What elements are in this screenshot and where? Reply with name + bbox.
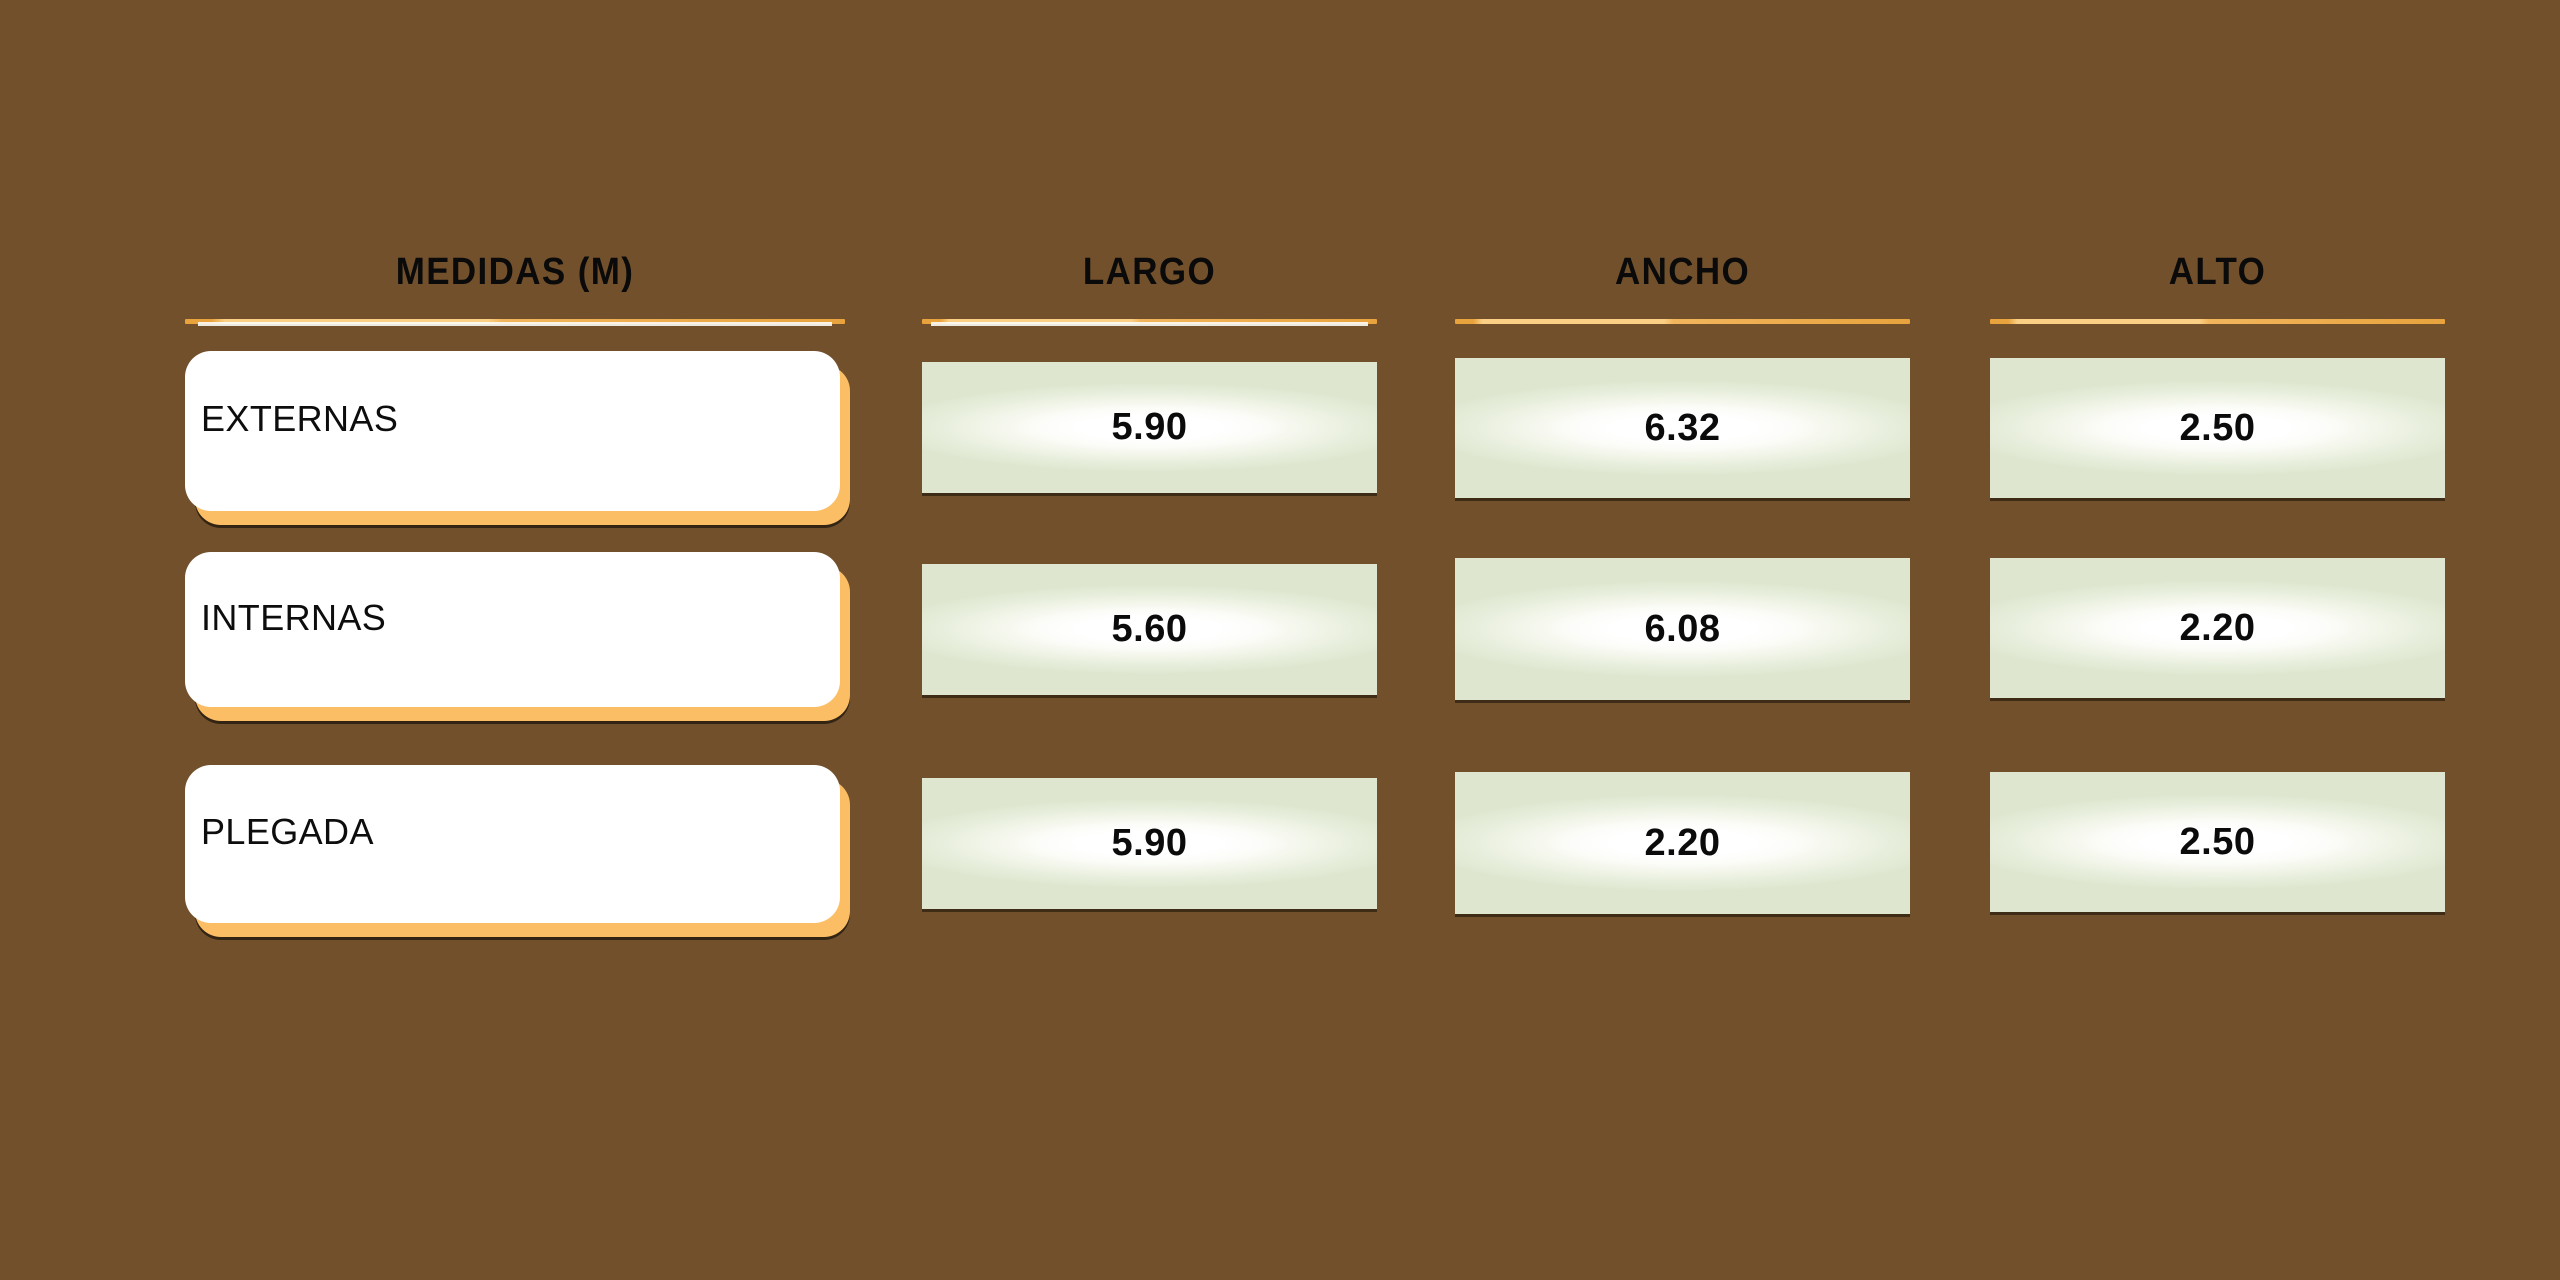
column-header-largo-rule (922, 319, 1377, 324)
row-label-card-externas[interactable]: EXTERNAS (185, 351, 840, 511)
value-text: 6.08 (1644, 607, 1721, 650)
column-header-ancho: ANCHO (1455, 253, 1910, 324)
value-card-externas-alto[interactable]: 2.50 (1990, 358, 2445, 498)
value-card-plegada-alto[interactable]: 2.50 (1990, 772, 2445, 912)
row-label-card-plegada[interactable]: PLEGADA (185, 765, 840, 923)
value-text: 6.32 (1644, 406, 1721, 449)
value-card-externas-largo[interactable]: 5.90 (922, 362, 1377, 493)
value-card-internas-largo[interactable]: 5.60 (922, 564, 1377, 695)
column-header-medidas-label: MEDIDAS (M) (395, 251, 635, 293)
value-card-internas-alto[interactable]: 2.20 (1990, 558, 2445, 698)
column-header-ancho-label: ANCHO (1614, 251, 1751, 293)
value-text: 2.50 (2179, 820, 2256, 863)
row-label-card-internas[interactable]: INTERNAS (185, 552, 840, 707)
column-header-medidas-rule (185, 319, 845, 324)
column-header-ancho-rule (1455, 319, 1910, 324)
table-row: PLEGADA (185, 765, 850, 937)
column-header-alto: ALTO (1990, 253, 2445, 324)
column-header-largo-label: LARGO (1082, 251, 1217, 293)
value-text: 2.20 (1644, 821, 1721, 864)
row-label-text: INTERNAS (201, 596, 387, 638)
value-card-internas-ancho[interactable]: 6.08 (1455, 558, 1910, 700)
value-card-externas-ancho[interactable]: 6.32 (1455, 358, 1910, 498)
value-card-plegada-largo[interactable]: 5.90 (922, 778, 1377, 909)
value-text: 2.20 (2179, 606, 2256, 649)
column-header-largo: LARGO (922, 253, 1377, 324)
value-text: 5.90 (1111, 822, 1188, 864)
value-text: 2.50 (2179, 406, 2256, 449)
column-header-alto-rule (1990, 319, 2445, 324)
table-row: EXTERNAS (185, 351, 850, 525)
value-text: 5.60 (1111, 608, 1188, 650)
column-header-alto-label: ALTO (2168, 251, 2267, 293)
row-label-text: PLEGADA (201, 811, 374, 852)
table-row: INTERNAS (185, 552, 850, 721)
value-text: 5.90 (1111, 406, 1188, 448)
row-label-text: EXTERNAS (201, 398, 399, 439)
value-card-plegada-ancho[interactable]: 2.20 (1455, 772, 1910, 914)
column-header-medidas: MEDIDAS (M) (185, 253, 845, 324)
